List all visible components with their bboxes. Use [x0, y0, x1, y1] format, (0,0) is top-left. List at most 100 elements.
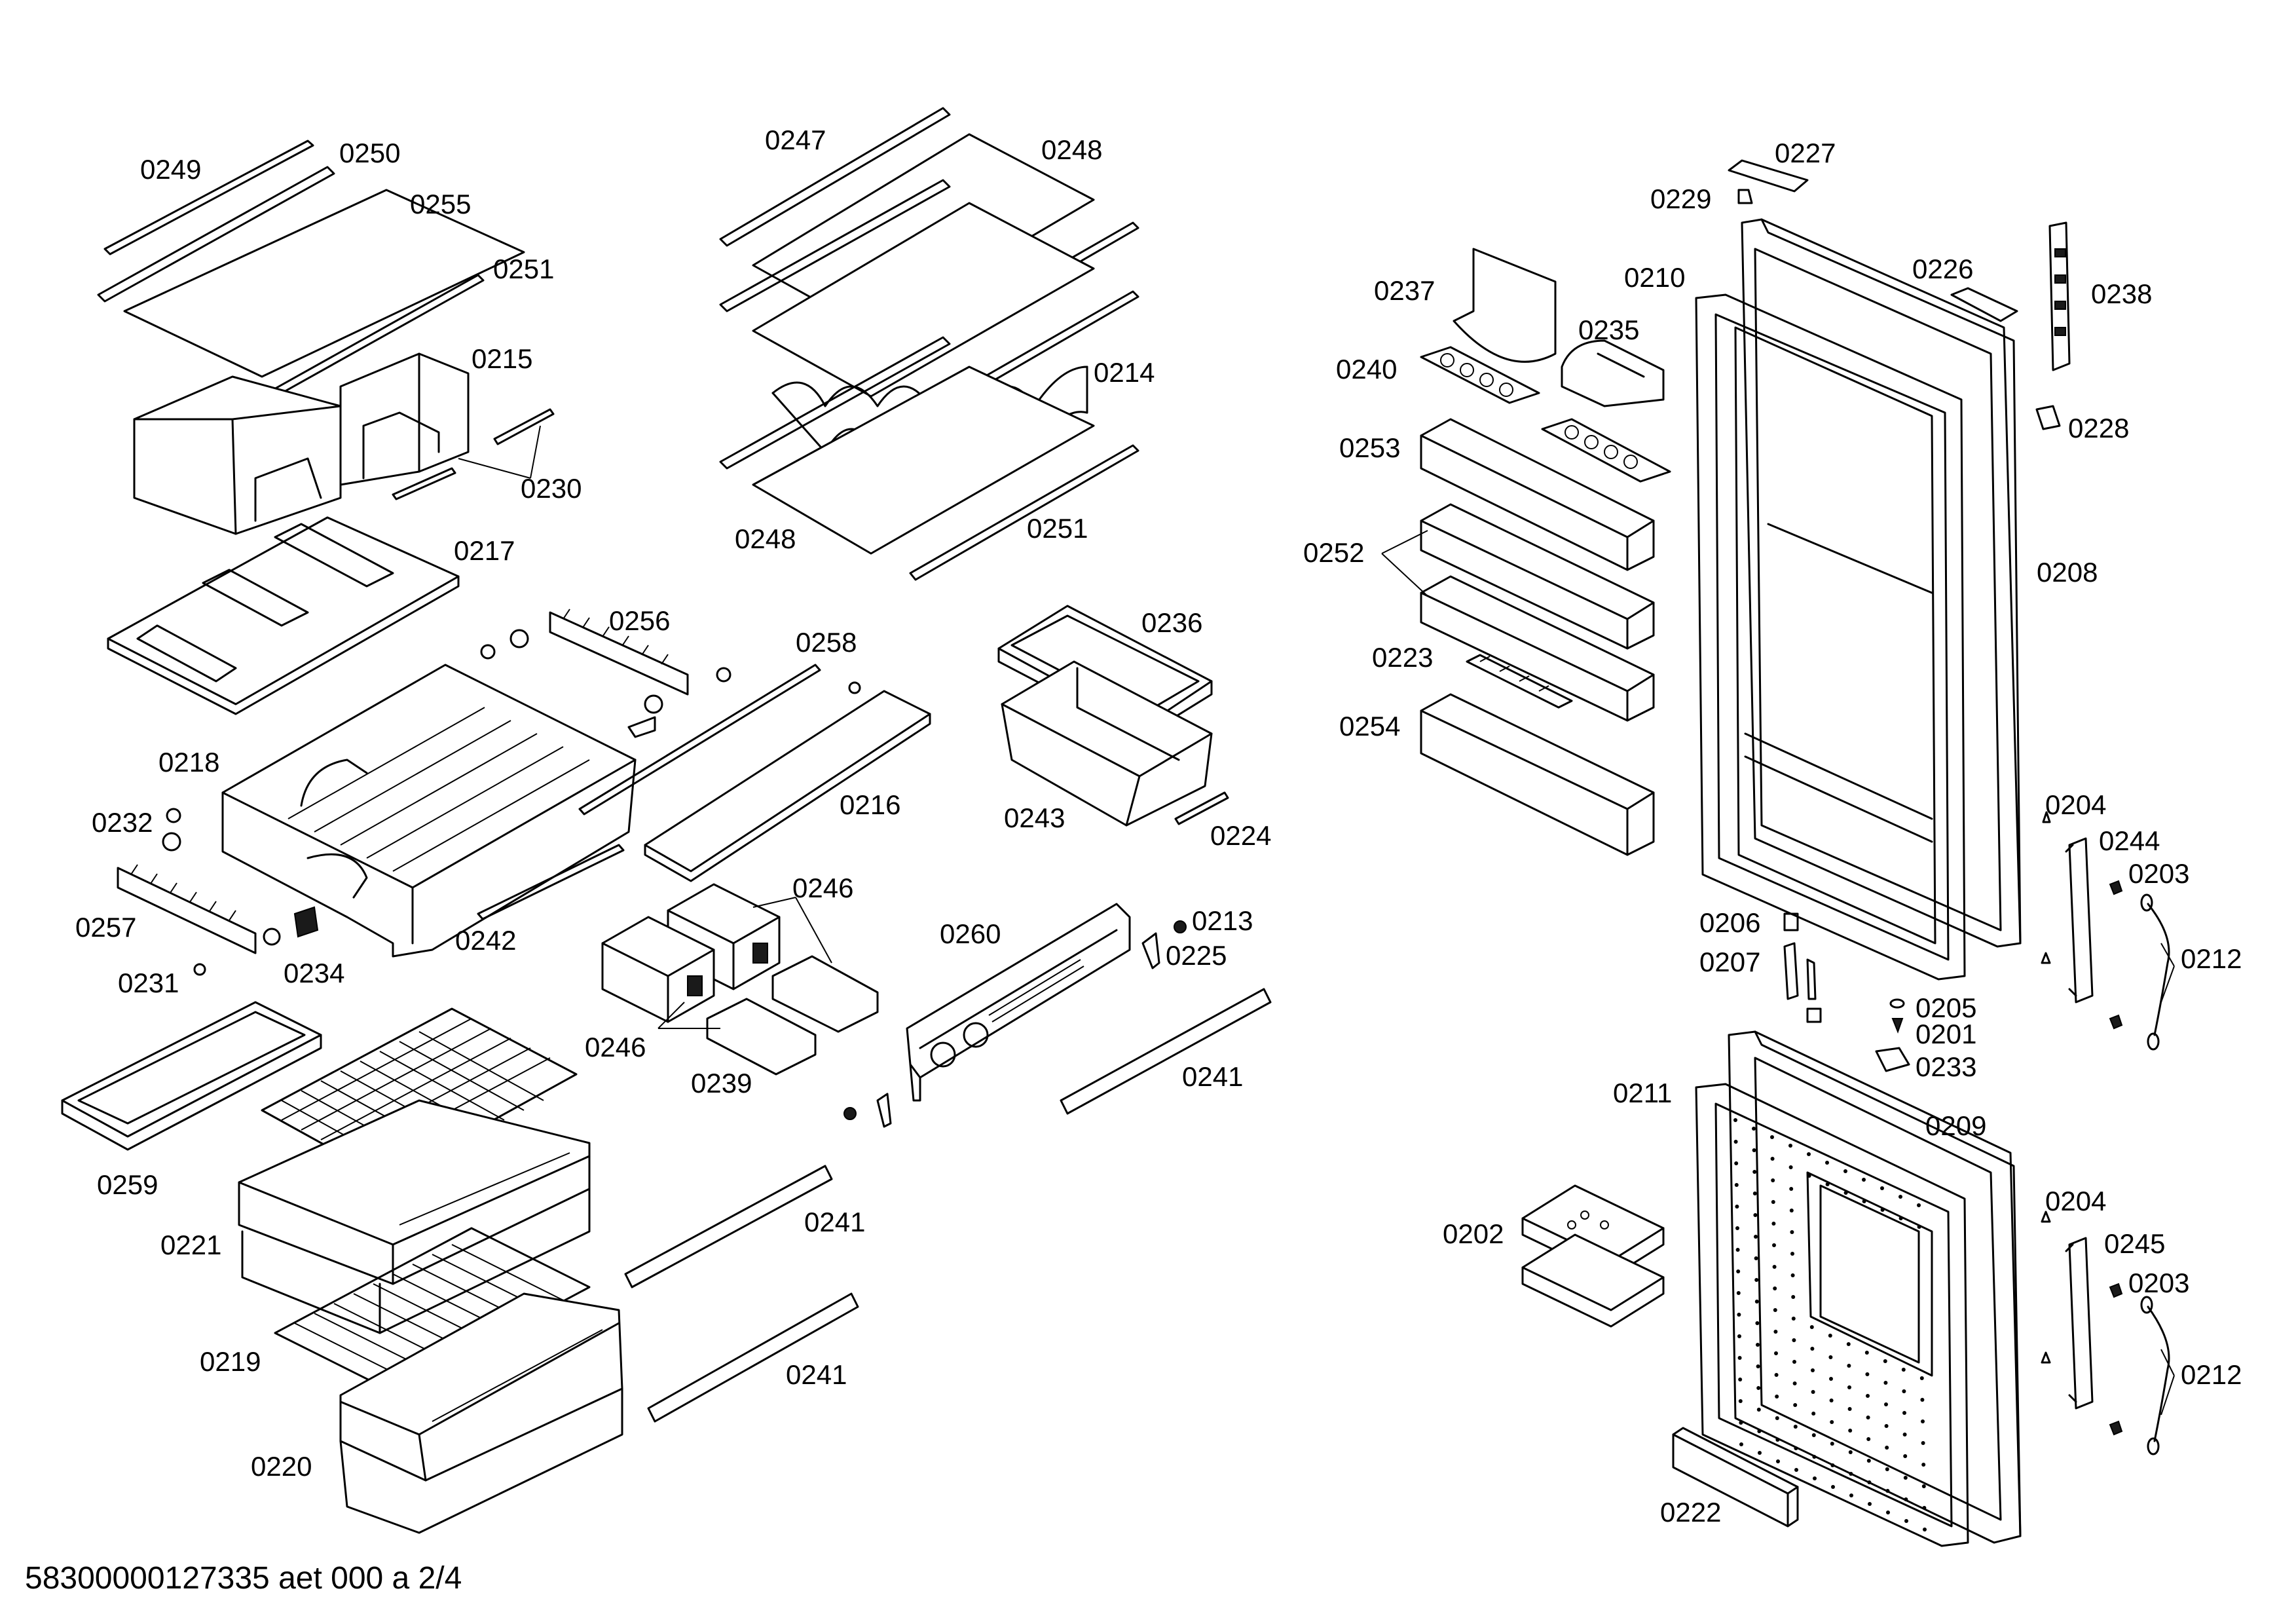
drawing-id-footer: 58300000127335 aet 000 a 2/4	[25, 1561, 462, 1596]
label-0228: 0228	[2068, 413, 2129, 443]
rail-0250	[97, 166, 335, 303]
label-0246: 0246	[792, 873, 853, 903]
label-0214: 0214	[1094, 357, 1155, 388]
label-0202: 0202	[1443, 1218, 1504, 1249]
panel-0238	[2048, 221, 2071, 371]
door-gasket-0209	[1695, 1083, 1969, 1547]
cover-0226	[1950, 287, 2018, 322]
rail-0241-b	[624, 1165, 833, 1288]
rail-0242	[477, 844, 625, 920]
egg-tray-0240-b	[1541, 418, 1671, 483]
clip-0228	[2035, 405, 2061, 430]
label-0255: 0255	[410, 189, 471, 219]
drawer-0221	[238, 1099, 591, 1334]
screws-upper	[2041, 811, 2175, 1051]
drawer-0220	[339, 1292, 623, 1534]
label-0251: 0251	[493, 253, 554, 284]
label-0223: 0223	[1372, 642, 1433, 673]
label-0259: 0259	[97, 1169, 158, 1200]
drawer-0243	[1001, 660, 1213, 827]
label-0251: 0251	[1027, 513, 1088, 544]
label-0238: 0238	[2091, 278, 2152, 309]
tray-0259	[61, 1001, 322, 1151]
label-0246: 0246	[585, 1032, 646, 1062]
label-0248: 0248	[1041, 134, 1102, 165]
rail-0241-c	[647, 1292, 859, 1423]
label-0257: 0257	[75, 912, 136, 943]
label-0248: 0248	[735, 523, 796, 554]
label-0205: 0205	[1916, 992, 1976, 1023]
rail-0247	[719, 107, 951, 247]
label-0218: 0218	[158, 747, 219, 778]
box-0246-lower	[601, 916, 715, 1023]
rail-0258	[578, 664, 821, 816]
part-labels: 0249 0250 0255 0251 0215 0230 0217 0247 …	[75, 124, 2242, 1528]
fasteners-0213-0225	[843, 920, 1187, 1128]
bracket-0256	[549, 609, 689, 696]
label-0260: 0260	[940, 918, 1001, 949]
label-0213: 0213	[1192, 905, 1253, 936]
label-0237: 0237	[1374, 275, 1435, 306]
label-0242: 0242	[455, 925, 516, 956]
label-0236: 0236	[1141, 607, 1202, 638]
label-0253: 0253	[1339, 432, 1400, 463]
cover-plate-0217	[107, 516, 460, 715]
upper-door-0210	[1741, 218, 2022, 948]
label-0252: 0252	[1303, 537, 1364, 568]
bracket-0257	[117, 864, 257, 954]
label-0216: 0216	[840, 789, 900, 820]
ice-pack-0202	[1521, 1184, 1665, 1328]
egg-tray-0240	[1420, 346, 1540, 404]
label-0245: 0245	[2104, 1228, 2165, 1259]
strip-0230	[392, 408, 555, 500]
balcony-0252-b	[1381, 530, 1655, 722]
label-0234: 0234	[284, 958, 344, 988]
label-0224: 0224	[1210, 820, 1271, 851]
label-0212: 0212	[2181, 1359, 2242, 1390]
door-gasket-0208	[1695, 293, 1966, 981]
label-0208: 0208	[2037, 557, 2098, 588]
label-0204: 0204	[2045, 1186, 2106, 1216]
clip-0234	[293, 906, 319, 938]
rail-0249	[103, 140, 314, 255]
label-0217: 0217	[454, 535, 515, 566]
label-0235: 0235	[1578, 314, 1639, 345]
screws-lower	[2041, 1210, 2175, 1455]
tray-0239	[657, 897, 879, 1076]
shield-0237	[1453, 248, 1557, 363]
rail-0251-right	[909, 444, 1139, 581]
strip-0223	[1466, 654, 1573, 709]
glass-shelf-mid	[752, 202, 1095, 398]
shelf-0216	[644, 681, 931, 882]
label-0249: 0249	[140, 154, 201, 185]
label-0225: 0225	[1166, 940, 1227, 971]
balcony-0253	[1420, 418, 1655, 571]
label-0250: 0250	[339, 138, 400, 168]
label-0212: 0212	[2181, 943, 2242, 974]
drawer-0218	[221, 664, 637, 958]
label-0229: 0229	[1650, 183, 1711, 214]
balcony-0254	[1420, 693, 1655, 856]
lower-door-0211	[1728, 1030, 2022, 1544]
label-0221: 0221	[160, 1229, 221, 1260]
label-0241: 0241	[804, 1207, 865, 1237]
label-0256: 0256	[609, 605, 670, 636]
label-0220: 0220	[251, 1451, 312, 1482]
label-0209: 0209	[1925, 1110, 1986, 1141]
handle-0244	[2065, 837, 2094, 1004]
hinge-parts-0206-0207	[1783, 912, 1822, 1023]
label-0203: 0203	[2128, 1267, 2189, 1298]
label-0233: 0233	[1916, 1051, 1976, 1082]
label-0204: 0204	[2045, 789, 2106, 820]
label-0240: 0240	[1336, 354, 1397, 385]
label-0210: 0210	[1624, 262, 1685, 293]
label-0244: 0244	[2099, 825, 2160, 856]
label-0241: 0241	[786, 1359, 847, 1390]
glass-shelf-0255	[123, 189, 525, 378]
glass-shelf-0248-bottom	[752, 366, 1095, 555]
balcony-0252-a	[1420, 503, 1655, 650]
wire-rack-0219	[274, 1227, 591, 1393]
fasteners-0218-area	[162, 629, 731, 976]
cover-0235	[1561, 339, 1665, 407]
